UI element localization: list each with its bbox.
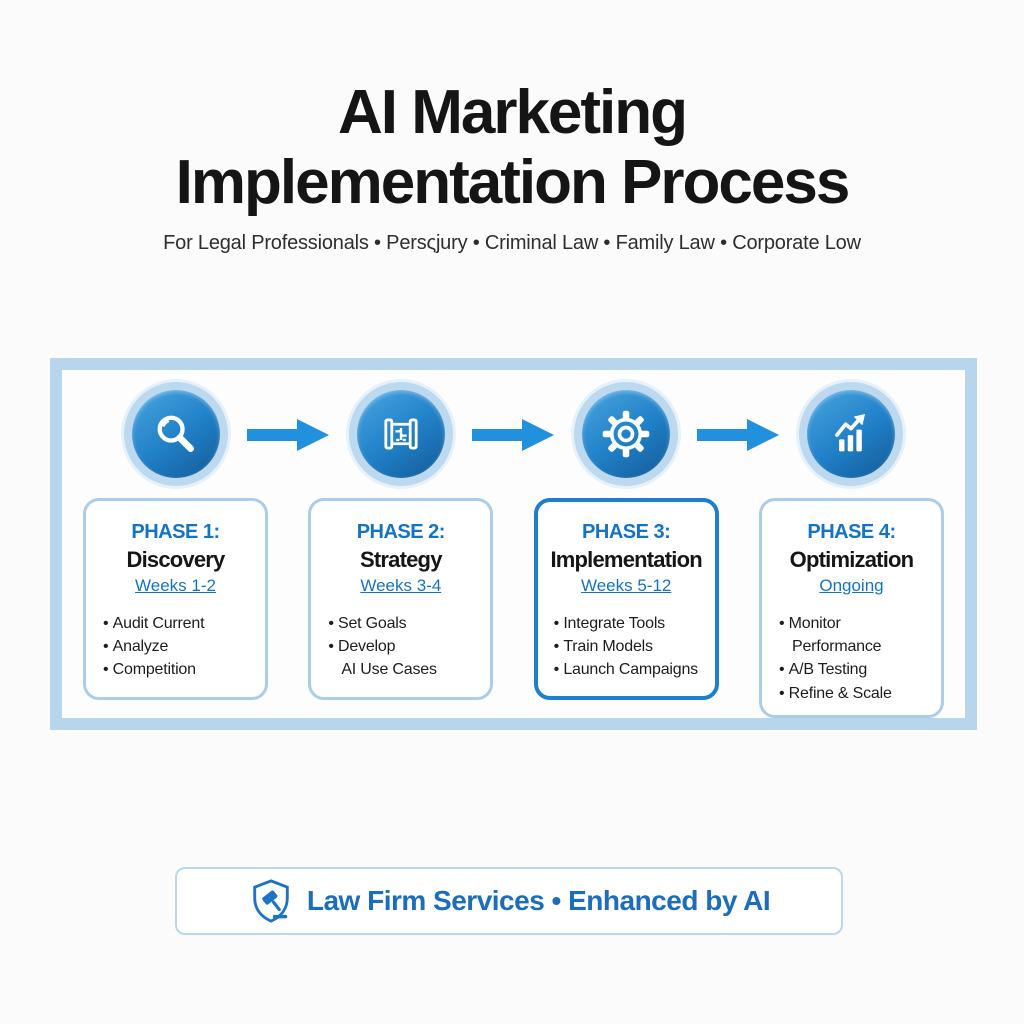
phase-duration: Weeks 5-12 bbox=[580, 576, 672, 595]
process-flow: PHASE 1: Discovery Weeks 1-2 Audit Curre… bbox=[62, 370, 965, 718]
phase-bullet-list: Monitor Performance A/B Testing Refine &… bbox=[779, 612, 933, 705]
arrow-right-icon bbox=[697, 419, 779, 451]
footer-text: Law Firm Services • Enhanced by AI bbox=[306, 885, 771, 916]
header: AI Marketing Implementation Process For … bbox=[0, 78, 1024, 255]
phase-label: PHASE 2: bbox=[356, 521, 446, 543]
footer-badge: Law Firm Services • Enhanced by AI bbox=[175, 867, 843, 935]
phase-label: PHASE 3: bbox=[582, 521, 671, 543]
phase-name: Strategy bbox=[360, 547, 442, 572]
gear-icon bbox=[582, 390, 671, 478]
phase-3-column: PHASE 3: Implementation Weeks 5-12 Integ… bbox=[533, 390, 719, 718]
phase-2-card: PHASE 2: Strategy Weeks 3-4 Set Goals De… bbox=[308, 498, 494, 700]
phase-bullet-list: Integrate Tools Train Models Launch Camp… bbox=[554, 612, 708, 682]
bullet-item: Integrate Tools bbox=[554, 612, 708, 635]
bullet-item: Train Models bbox=[554, 635, 708, 658]
phase-name: Optimization bbox=[789, 547, 914, 572]
bullet-item: Develop AI Use Cases bbox=[328, 635, 482, 681]
phase-name: Implementation bbox=[550, 547, 702, 572]
arrow-right-icon bbox=[247, 419, 329, 451]
phase-1-card: PHASE 1: Discovery Weeks 1-2 Audit Curre… bbox=[83, 498, 268, 700]
phase-3-card: PHASE 3: Implementation Weeks 5-12 Integ… bbox=[533, 498, 719, 700]
phase-duration: Weeks 3-4 bbox=[360, 576, 442, 595]
bullet-item: Audit Current bbox=[103, 612, 257, 635]
phase-2-column: PHASE 2: Strategy Weeks 3-4 Set Goals De… bbox=[308, 390, 494, 718]
search-icon bbox=[131, 390, 220, 478]
page-subtitle: For Legal Professionals • Persςjury • Cr… bbox=[163, 232, 861, 254]
phase-label: PHASE 1: bbox=[131, 521, 220, 543]
arrow-right-icon bbox=[472, 419, 554, 451]
phase-name: Discovery bbox=[126, 547, 226, 572]
page-title-line-2: Implementation Process bbox=[175, 148, 851, 217]
bullet-item: A/B Testing bbox=[779, 658, 933, 681]
phase-bullet-list: Audit Current Analyze Competition bbox=[103, 612, 257, 682]
growth-chart-icon bbox=[807, 390, 896, 478]
page-title-line-1: AI Marketing bbox=[337, 78, 688, 147]
bullet-item: Refine & Scale bbox=[779, 682, 933, 705]
bullet-item: Analyze bbox=[103, 635, 257, 658]
phase-4-column: PHASE 4: Optimization Ongoing Monitor Pe… bbox=[758, 390, 944, 718]
bullet-item: Launch Campaigns bbox=[554, 658, 708, 681]
blueprint-icon bbox=[356, 390, 445, 478]
phase-duration: Weeks 1-2 bbox=[135, 576, 216, 595]
shield-gavel-icon bbox=[248, 878, 294, 924]
phase-1-column: PHASE 1: Discovery Weeks 1-2 Audit Curre… bbox=[83, 390, 268, 718]
phase-4-card: PHASE 4: Optimization Ongoing Monitor Pe… bbox=[758, 498, 944, 718]
process-panel: PHASE 1: Discovery Weeks 1-2 Audit Curre… bbox=[50, 358, 977, 730]
phase-bullet-list: Set Goals Develop AI Use Cases bbox=[328, 612, 482, 682]
bullet-item: Competition bbox=[103, 658, 257, 681]
bullet-item: Monitor Performance bbox=[779, 612, 933, 658]
phase-label: PHASE 4: bbox=[807, 521, 896, 543]
bullet-item: Set Goals bbox=[328, 612, 482, 635]
phase-duration: Ongoing bbox=[819, 576, 884, 595]
